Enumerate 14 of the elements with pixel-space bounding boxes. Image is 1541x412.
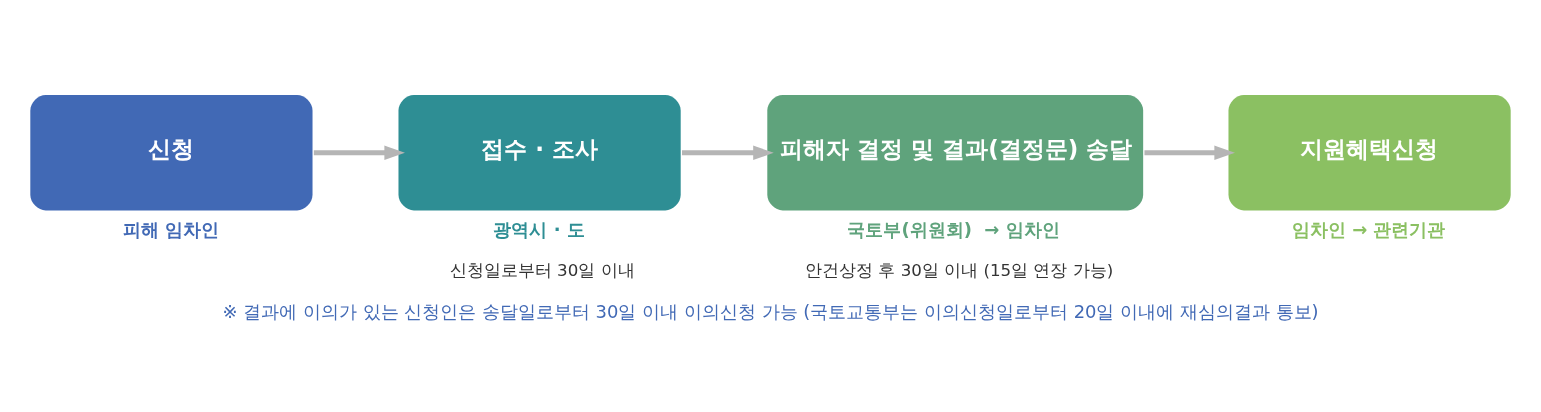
node-box: 피해자 결정 및 결과(결정문) 송달 xyxy=(767,95,1144,211)
node-label: 임차인 → 관련기관 xyxy=(1291,219,1446,241)
node-box: 지원혜택신청 xyxy=(1228,95,1511,211)
caption: ※ 결과에 이의가 있는 신청인은 송달일로부터 30일 이내 이의신청 가능 (국토교통부는 이의신청일로부터 20일 이내에 재심의결과 통보) xyxy=(222,300,1319,322)
arrow xyxy=(1144,145,1235,160)
node-label: 안건상정 후 30일 이내 (15일 연장 가능) xyxy=(805,261,1114,281)
node-label: 광역시 · 도 xyxy=(493,219,585,241)
arrow xyxy=(682,145,774,160)
node-box: 신청 xyxy=(30,95,313,211)
node-label: 국토부(위원회) → 임차인 xyxy=(847,219,1060,241)
node-label: 신청일로부터 30일 이내 xyxy=(449,261,635,281)
node-label: 피해 임차인 xyxy=(122,219,219,241)
node-box: 접수 · 조사 xyxy=(398,95,681,211)
arrow xyxy=(313,145,405,160)
